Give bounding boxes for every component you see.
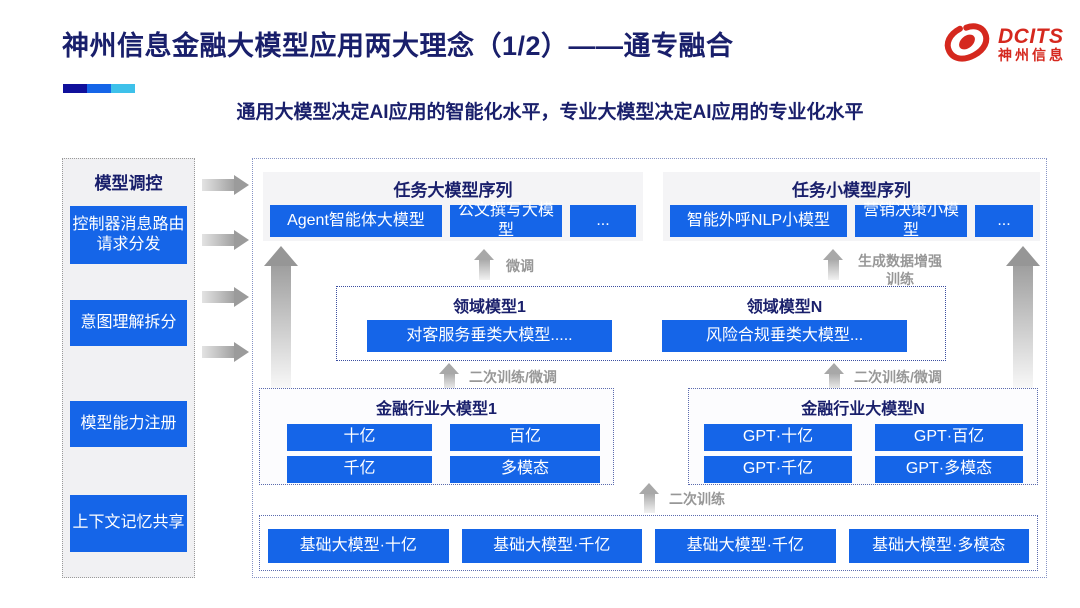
logo-brand-cn-text: 神州信息 <box>998 47 1066 64</box>
up-arrow-icon <box>824 363 844 390</box>
domain-models-box: 领域模型1 对客服务垂类大模型..... 领域模型N 风险合规垂类大模型... <box>336 286 946 361</box>
domain-model-n: 领域模型N 风险合规垂类大模型... <box>662 287 907 360</box>
up-arrow-big-icon <box>264 246 298 391</box>
domain-title: 领域模型1 <box>453 299 526 316</box>
base-models-box: 基础大模型·十亿 基础大模型·千亿 基础大模型·千亿 基础大模型·多模态 <box>259 515 1038 571</box>
label-retrain-finetune-right: 二次训练/微调 <box>854 369 942 385</box>
sidebar-item-router: 控制器消息路由请求分发 <box>70 206 187 264</box>
right-arrow-icon <box>202 287 249 307</box>
slide-subtitle: 通用大模型决定AI应用的智能化水平，专业大模型决定AI应用的专业化水平 <box>236 102 864 123</box>
scale-box-multimodal: 多模态 <box>450 456 600 483</box>
panel-task-large-models: 任务大模型序列 Agent智能体大模型 公文撰写大模型 ... <box>263 172 643 241</box>
label-retrain-finetune-left: 二次训练/微调 <box>469 369 557 385</box>
model-box-document-writing: 公文撰写大模型 <box>450 202 562 239</box>
model-box-ellipsis: ... <box>975 205 1033 237</box>
model-box-risk-compliance: 风险合规垂类大模型... <box>662 320 907 352</box>
sidebar-item-intent: 意图理解拆分 <box>70 300 187 346</box>
sidebar-model-control: 模型调控 控制器消息路由请求分发 意图理解拆分 模型能力注册 上下文记忆共享 <box>62 158 195 578</box>
up-arrow-icon <box>439 363 459 390</box>
accent-segment-blue <box>87 84 111 93</box>
industry-model-n-box: 金融行业大模型N GPT·十亿 GPT·百亿 GPT·千亿 GPT·多模态 <box>688 388 1038 485</box>
industry-title: 金融行业大模型N <box>801 401 925 418</box>
model-box-nlp-outbound: 智能外呼NLP小模型 <box>670 205 847 237</box>
model-box-ellipsis: ... <box>570 205 636 237</box>
sidebar-item-capability: 模型能力注册 <box>70 401 187 447</box>
industry-model-1-box: 金融行业大模型1 十亿 百亿 千亿 多模态 <box>259 388 614 485</box>
model-box-marketing-decision: 营销决策小模型 <box>855 202 967 239</box>
up-arrow-icon <box>823 249 843 280</box>
sidebar-item-context: 上下文记忆共享 <box>70 495 187 552</box>
base-model-multimodal: 基础大模型·多模态 <box>848 529 1029 563</box>
company-logo: DCITS 神州信息 <box>942 20 1066 69</box>
right-arrow-icon <box>202 342 249 362</box>
dcits-swirl-logo-icon <box>942 20 992 69</box>
right-arrow-icon <box>202 175 249 195</box>
right-arrow-icon <box>202 230 249 250</box>
domain-title: 领域模型N <box>746 299 823 316</box>
scale-box-gpt-multimodal: GPT·多模态 <box>875 456 1023 483</box>
up-arrow-icon <box>639 483 659 513</box>
scale-box-100b: 千亿 <box>287 456 432 483</box>
diagram-container: 任务大模型序列 Agent智能体大模型 公文撰写大模型 ... 任务小模型序列 … <box>252 158 1047 578</box>
panel-task-small-models: 任务小模型序列 智能外呼NLP小模型 营销决策小模型 ... <box>663 172 1040 241</box>
industry-title: 金融行业大模型1 <box>376 401 497 418</box>
accent-bar <box>63 84 135 93</box>
page-title: 神州信息金融大模型应用两大理念（1/2）——通专融合 <box>62 31 734 61</box>
label-retrain: 二次训练 <box>669 491 725 507</box>
up-arrow-big-icon <box>1006 246 1040 391</box>
scale-box-10b: 百亿 <box>450 424 600 451</box>
domain-model-1: 领域模型1 对客服务垂类大模型..... <box>367 287 612 360</box>
scale-box-1b: 十亿 <box>287 424 432 451</box>
model-box-customer-service: 对客服务垂类大模型..... <box>367 320 612 352</box>
up-arrow-icon <box>474 249 494 280</box>
model-box-agent: Agent智能体大模型 <box>270 205 442 237</box>
label-gen-data-training: 生成数据增强训练 <box>858 253 942 288</box>
label-fine-tune: 微调 <box>506 258 534 274</box>
base-model-100b-a: 基础大模型·千亿 <box>461 529 642 563</box>
accent-segment-cyan <box>111 84 135 93</box>
accent-segment-navy <box>63 84 87 93</box>
scale-box-gpt-10b: GPT·百亿 <box>875 424 1023 451</box>
base-model-1b: 基础大模型·十亿 <box>268 529 449 563</box>
base-model-100b-b: 基础大模型·千亿 <box>655 529 836 563</box>
panel-title: 任务小模型序列 <box>792 181 911 200</box>
panel-title: 任务大模型序列 <box>393 181 513 200</box>
sidebar-title: 模型调控 <box>94 174 163 193</box>
logo-brand-text: DCITS <box>998 25 1064 49</box>
scale-box-gpt-1b: GPT·十亿 <box>704 424 852 451</box>
scale-box-gpt-100b: GPT·千亿 <box>704 456 852 483</box>
